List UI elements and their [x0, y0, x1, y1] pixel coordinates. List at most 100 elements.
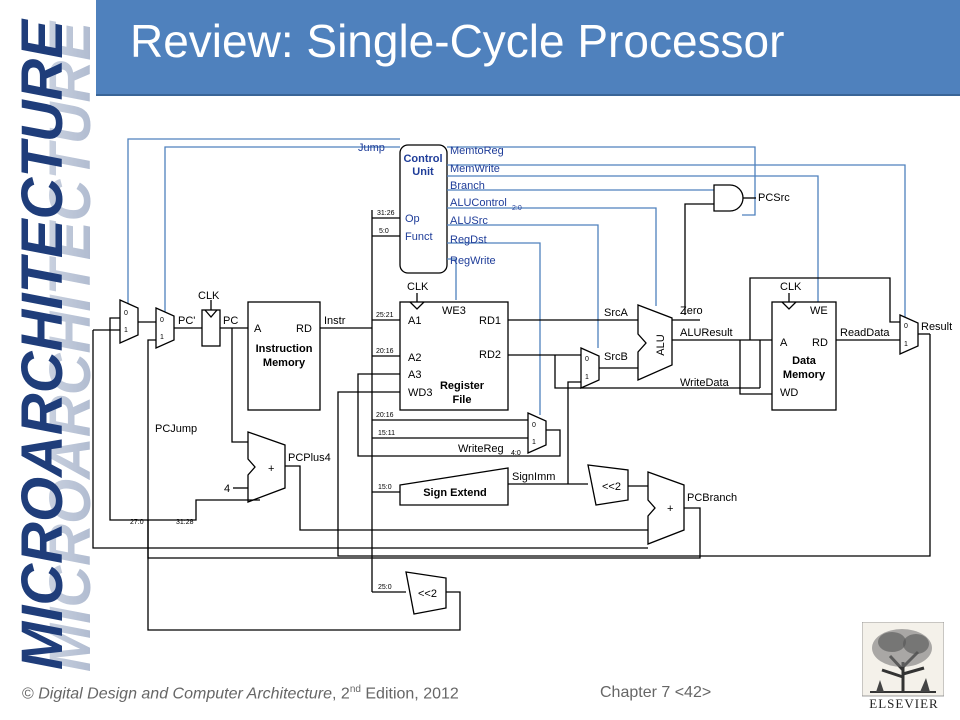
svg-text:WD: WD	[780, 387, 798, 399]
svg-text:A1: A1	[408, 315, 421, 327]
pcbranch-adder: +	[647, 471, 685, 545]
svg-text:5:0: 5:0	[379, 228, 389, 235]
side-title-shadow: MICROARCHITECTURE	[38, 20, 96, 672]
and-gate	[713, 184, 744, 212]
svg-text:25:0: 25:0	[378, 584, 392, 591]
svg-text:1: 1	[585, 374, 589, 381]
svg-text:Register: Register	[440, 380, 485, 392]
side-title: MICROARCHITECTURE MICROARCHITECTURE	[10, 18, 96, 672]
svg-text:Memory: Memory	[263, 357, 306, 369]
svg-text:RegDst: RegDst	[450, 234, 487, 246]
svg-text:CLK: CLK	[198, 290, 220, 302]
svg-text:15:11: 15:11	[378, 430, 395, 437]
alu: ALU	[637, 304, 673, 381]
svg-text:MemtoReg: MemtoReg	[450, 145, 504, 157]
publisher-name: ELSEVIER	[869, 696, 939, 711]
svg-text:PC': PC'	[178, 315, 195, 327]
svg-text:Control: Control	[403, 153, 442, 165]
chapter-label: Chapter 7 <42>	[600, 684, 712, 701]
svg-text:RD2: RD2	[479, 349, 501, 361]
register-file: CLK WE3 A1 A2 A3 WD3 RD1 RD2 Register Fi…	[399, 281, 509, 411]
svg-text:WriteData: WriteData	[680, 377, 730, 389]
svg-text:ReadData: ReadData	[840, 327, 890, 339]
edition-prefix: , 2	[332, 685, 350, 703]
pcjump-mux: 0 1	[119, 298, 139, 345]
book-title: Digital Design and Computer Architecture	[38, 685, 333, 703]
svg-text:1: 1	[124, 327, 128, 334]
svg-text:RD: RD	[296, 323, 312, 335]
svg-text:CLK: CLK	[407, 281, 429, 293]
svg-text:RD1: RD1	[479, 315, 501, 327]
svg-text:Op: Op	[405, 213, 420, 225]
memtoreg-mux: 0 1	[899, 313, 919, 356]
svg-text:25:21: 25:21	[376, 312, 394, 319]
footer-citation: © Digital Design and Computer Architectu…	[22, 684, 459, 703]
svg-text:RD: RD	[812, 337, 828, 349]
side-title-text: MICROARCHITECTURE	[10, 18, 75, 670]
svg-text:Zero: Zero	[680, 305, 703, 317]
pcplus4-adder: +	[247, 431, 286, 503]
svg-text:Sign Extend: Sign Extend	[423, 487, 487, 499]
svg-text:1: 1	[904, 341, 908, 348]
sign-extend: Sign Extend	[399, 467, 509, 506]
svg-text:31:26: 31:26	[377, 210, 395, 217]
svg-text:ALUControl: ALUControl	[450, 197, 507, 209]
svg-text:0: 0	[124, 310, 128, 317]
svg-text:A3: A3	[408, 369, 421, 381]
svg-text:PCPlus4: PCPlus4	[288, 452, 331, 464]
svg-text:4: 4	[224, 483, 230, 495]
svg-text:Jump: Jump	[358, 142, 385, 154]
pc-register: CLK	[198, 290, 221, 347]
svg-text:WD3: WD3	[408, 387, 432, 399]
svg-text:WriteReg: WriteReg	[458, 443, 504, 455]
svg-text:PC: PC	[223, 315, 238, 327]
svg-text:<<2: <<2	[418, 588, 437, 600]
svg-text:MemWrite: MemWrite	[450, 163, 500, 175]
svg-text:A: A	[780, 337, 788, 349]
svg-text:File: File	[453, 394, 472, 406]
svg-text:Result: Result	[921, 321, 952, 333]
svg-text:20:16: 20:16	[376, 412, 394, 419]
svg-text:Data: Data	[792, 355, 817, 367]
svg-text:27:0: 27:0	[130, 519, 144, 526]
svg-text:Instruction: Instruction	[256, 343, 313, 355]
svg-text:ALUSrc: ALUSrc	[450, 215, 488, 227]
control-unit: Control Unit Op Funct	[399, 144, 448, 274]
svg-text:CLK: CLK	[780, 281, 802, 293]
srcb-mux: 0 1	[580, 346, 600, 390]
svg-text:0: 0	[585, 356, 589, 363]
svg-text:ALU: ALU	[655, 334, 667, 355]
svg-text:RegWrite: RegWrite	[450, 255, 496, 267]
svg-text:PCSrc: PCSrc	[758, 192, 790, 204]
svg-text:31:28: 31:28	[176, 519, 194, 526]
svg-text:ALUResult: ALUResult	[680, 327, 733, 339]
svg-text:PCJump: PCJump	[155, 423, 197, 435]
svg-text:Instr: Instr	[324, 315, 346, 327]
svg-text:+: +	[667, 503, 673, 515]
svg-text:20:16: 20:16	[376, 348, 394, 355]
svg-text:WE: WE	[810, 305, 828, 317]
pcsrc-mux: 0 1	[155, 306, 175, 350]
svg-text:15:0: 15:0	[378, 484, 392, 491]
svg-text:0: 0	[160, 317, 164, 324]
slide-title: Review: Single-Cycle Processor	[130, 15, 785, 67]
svg-text:2:0: 2:0	[512, 205, 522, 212]
svg-text:SrcB: SrcB	[604, 351, 628, 363]
shift-left-2-branch: <<2	[587, 464, 629, 506]
svg-text:Unit: Unit	[412, 166, 434, 178]
instruction-memory: A RD Instruction Memory	[247, 301, 321, 411]
elsevier-tree-logo	[862, 622, 944, 697]
regdst-mux: 0 1	[527, 411, 547, 455]
edition-sup: nd	[349, 684, 361, 695]
svg-text:4:0: 4:0	[511, 450, 521, 457]
svg-text:A2: A2	[408, 352, 421, 364]
title-bar: Review: Single-Cycle Processor	[96, 0, 960, 96]
svg-text:<<2: <<2	[602, 481, 621, 493]
svg-text:0: 0	[532, 422, 536, 429]
svg-text:Memory: Memory	[783, 369, 826, 381]
svg-text:A: A	[254, 323, 262, 335]
svg-text:1: 1	[160, 334, 164, 341]
svg-text:0: 0	[904, 323, 908, 330]
shift-left-2-jump: <<2	[405, 571, 447, 615]
